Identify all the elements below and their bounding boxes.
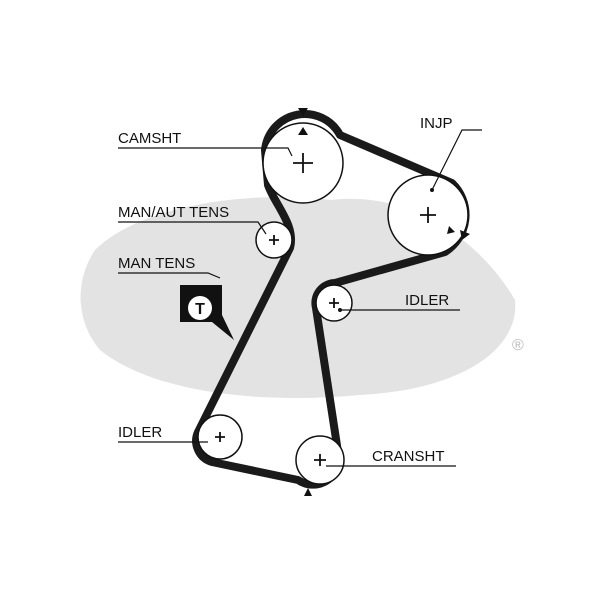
label-injection-pump: INJP xyxy=(420,115,453,132)
label-man-tensioner: MAN TENS xyxy=(118,255,195,272)
leader-lines xyxy=(118,129,482,467)
label-crankshaft: CRANSHT xyxy=(372,448,445,465)
label-idler-left: IDLER xyxy=(118,424,162,441)
registered-mark: ® xyxy=(512,337,524,354)
label-camshaft: CAMSHT xyxy=(118,130,181,147)
tensioner-badge: T xyxy=(180,285,234,340)
label-idler-right: IDLER xyxy=(405,292,449,309)
center-marks xyxy=(215,153,436,466)
label-man-aut-tensioner: MAN/AUT TENS xyxy=(118,204,229,221)
svg-text:T: T xyxy=(195,301,205,318)
timing-marks xyxy=(298,108,470,496)
